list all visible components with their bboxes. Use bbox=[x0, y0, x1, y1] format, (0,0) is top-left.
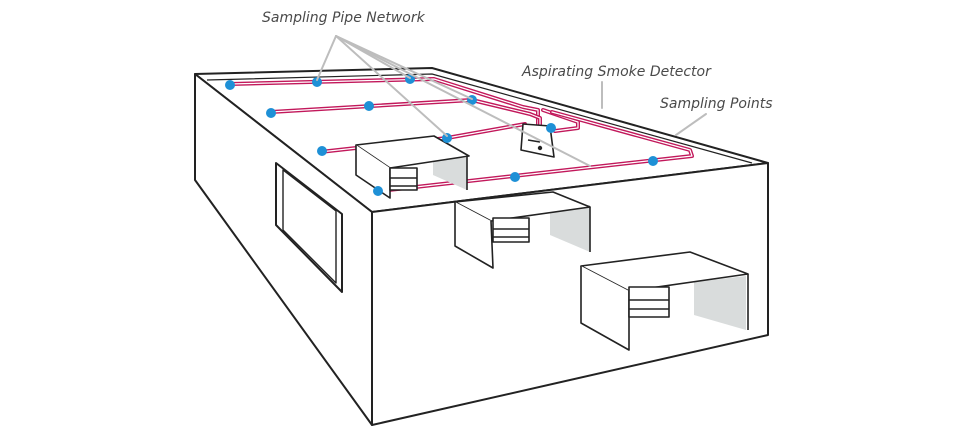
detector-indicator bbox=[537, 145, 543, 151]
desk-rear-drawer-unit bbox=[389, 167, 418, 191]
sampling-point-12 bbox=[546, 123, 556, 133]
leader-pipe-network-4 bbox=[335, 35, 448, 137]
pipe-run-5 bbox=[378, 110, 694, 193]
desk-middle-drawer-unit bbox=[492, 217, 530, 243]
desk-middle-leg-left bbox=[454, 202, 494, 269]
label-sampling-points: Sampling Points bbox=[660, 96, 773, 112]
leader-pipe-network-5 bbox=[335, 35, 591, 167]
label-aspirating-smoke-detector: Aspirating Smoke Detector bbox=[521, 64, 712, 80]
desk-front-leg-left bbox=[580, 266, 630, 351]
sampling-point-2 bbox=[312, 77, 322, 87]
label-sampling-pipe-network: Sampling Pipe Network bbox=[262, 10, 426, 26]
sampling-point-10 bbox=[510, 172, 520, 182]
desk-middle-shade bbox=[550, 205, 590, 252]
sampling-point-11 bbox=[648, 156, 658, 166]
sampling-pipe-network bbox=[228, 77, 694, 193]
sampling-point-7 bbox=[317, 146, 327, 156]
detector-display bbox=[527, 139, 541, 143]
pipe-run-1 bbox=[228, 77, 540, 126]
desk-front bbox=[580, 251, 749, 351]
sampling-point-4 bbox=[266, 108, 276, 118]
pipe-run-1-core bbox=[229, 78, 539, 125]
aspirating-smoke-detector-unit bbox=[520, 123, 555, 158]
sampling-point-5 bbox=[364, 101, 374, 111]
desk-front-drawer-unit bbox=[628, 286, 670, 318]
window bbox=[275, 162, 343, 293]
leader-sampling-points bbox=[675, 113, 707, 136]
room-rim-inner bbox=[206, 73, 753, 164]
detector-body bbox=[520, 123, 555, 158]
desk-rear bbox=[355, 135, 470, 199]
leader-lines bbox=[316, 35, 707, 167]
sampling-point-8 bbox=[442, 133, 452, 143]
desk-middle bbox=[454, 191, 591, 269]
desk-front-shade bbox=[694, 276, 746, 330]
pipe-run-2-core bbox=[270, 99, 541, 126]
leader-pipe-network-1 bbox=[316, 35, 337, 81]
pipe-run-5-core bbox=[379, 111, 693, 192]
sampling-point-9 bbox=[373, 186, 383, 196]
sampling-point-1 bbox=[225, 80, 235, 90]
desk-rear-shade bbox=[433, 158, 467, 190]
window-frame-inner bbox=[282, 169, 337, 284]
pipe-run-2 bbox=[269, 98, 542, 127]
